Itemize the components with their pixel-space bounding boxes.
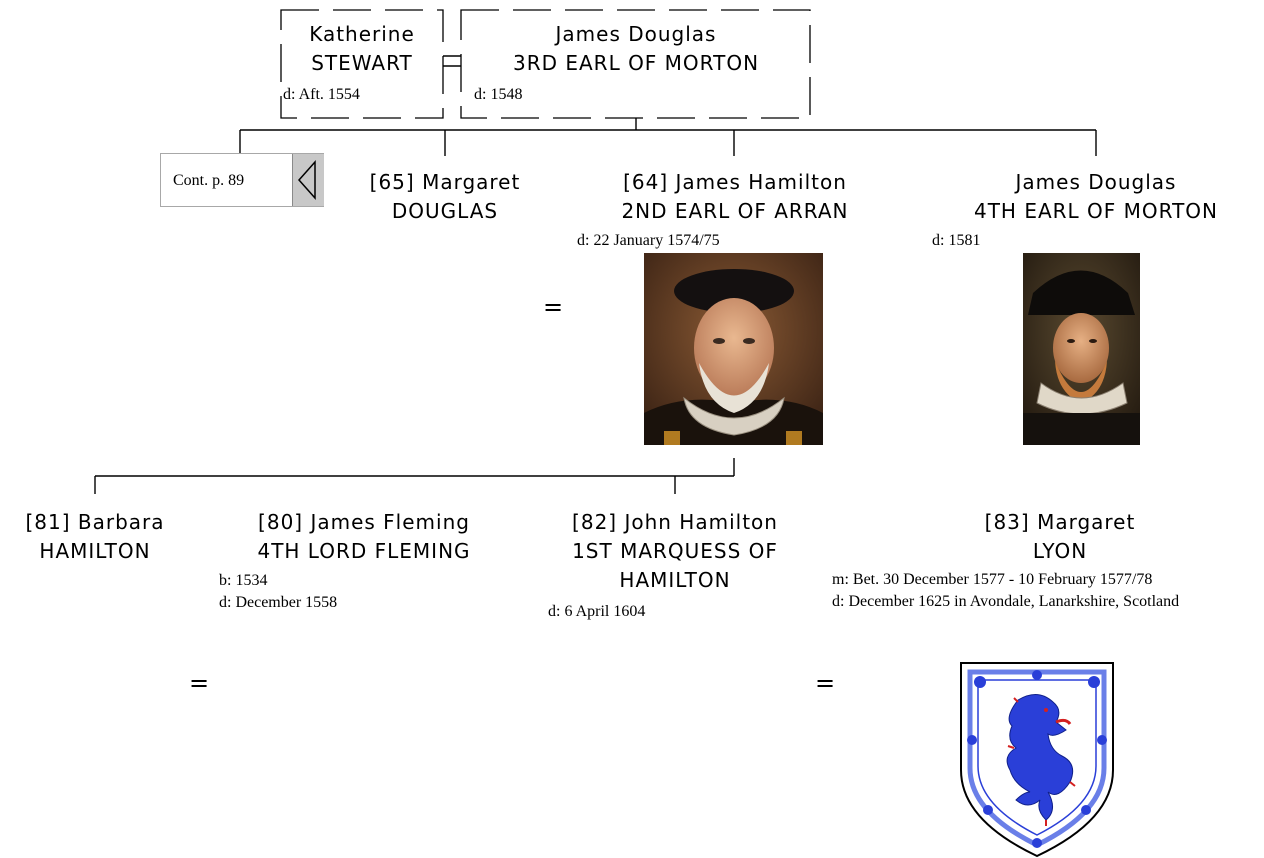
- person-title: 3RD EARL OF MORTON: [512, 51, 760, 75]
- person-surname: LYON: [1032, 539, 1088, 563]
- person-given: [65] Margaret: [369, 170, 521, 194]
- james-fleming-facts: b: 1534 d: December 1558: [219, 570, 337, 614]
- death-date: d: 1581: [932, 232, 981, 249]
- marriage-symbol: =: [815, 669, 836, 697]
- person-given: [81] Barbara: [25, 510, 165, 534]
- james-hamilton-arran-facts: d: 22 January 1574/75: [577, 230, 720, 252]
- james-hamilton-arran-name[interactable]: [64] James Hamilton 2ND EARL OF ARRAN: [560, 168, 910, 226]
- person-given: [64] James Hamilton: [623, 170, 847, 194]
- person-given: [83] Margaret: [984, 510, 1136, 534]
- person-title-cont: HAMILTON: [619, 568, 731, 592]
- death-date: d: Aft. 1554: [283, 86, 360, 103]
- marriage-symbol: =: [543, 293, 564, 321]
- death-date: d: 22 January 1574/75: [577, 232, 720, 249]
- james-douglas-4th-facts: d: 1581: [932, 230, 980, 252]
- death-date: d: 6 April 1604: [548, 603, 646, 620]
- james-douglas-3rd-facts: d: 1548: [474, 84, 522, 106]
- person-surname: STEWART: [311, 51, 413, 75]
- person-title: 4TH EARL OF MORTON: [973, 199, 1218, 223]
- john-hamilton-name[interactable]: [82] John Hamilton 1ST MARQUESS OF HAMIL…: [540, 508, 810, 595]
- person-given: James Douglas: [1015, 170, 1177, 194]
- continuation-button[interactable]: Cont. p. 89: [160, 153, 324, 207]
- person-given: [80] James Fleming: [258, 510, 470, 534]
- person-given: James Douglas: [555, 22, 717, 46]
- james-douglas-portrait: [1023, 253, 1140, 445]
- katherine-name[interactable]: Katherine STEWART: [284, 20, 440, 78]
- james-douglas-3rd-name[interactable]: James Douglas 3RD EARL OF MORTON: [464, 20, 808, 78]
- person-given: [82] John Hamilton: [572, 510, 778, 534]
- lyon-coat-of-arms: [960, 662, 1114, 858]
- katherine-facts: d: Aft. 1554: [283, 84, 360, 106]
- margaret-lyon-name[interactable]: [83] Margaret LYON: [900, 508, 1220, 566]
- margaret-lyon-facts: m: Bet. 30 December 1577 - 10 February 1…: [832, 569, 1262, 613]
- person-surname: DOUGLAS: [391, 199, 499, 223]
- marriage-symbol: =: [189, 669, 210, 697]
- arrow-left-icon: [292, 154, 324, 206]
- mother-box: [280, 9, 444, 119]
- james-fleming-name[interactable]: [80] James Fleming 4TH LORD FLEMING: [210, 508, 518, 566]
- death-date: d: December 1558: [219, 594, 338, 611]
- james-hamilton-portrait: [644, 253, 823, 445]
- john-hamilton-facts: d: 6 April 1604: [548, 601, 645, 623]
- death-date: d: 1548: [474, 86, 523, 103]
- birth-date: b: 1534: [219, 572, 268, 589]
- person-title: 4TH LORD FLEMING: [257, 539, 471, 563]
- continuation-label: Cont. p. 89: [173, 172, 245, 189]
- death-date: d: December 1625 in Avondale, Lanarkshir…: [832, 593, 1180, 610]
- marriage-date: m: Bet. 30 December 1577 - 10 February 1…: [832, 571, 1153, 588]
- barbara-hamilton-name[interactable]: [81] Barbara HAMILTON: [5, 508, 185, 566]
- james-douglas-4th-name[interactable]: James Douglas 4TH EARL OF MORTON: [924, 168, 1264, 226]
- person-given: Katherine: [309, 22, 415, 46]
- person-title: 1ST MARQUESS OF: [572, 539, 778, 563]
- person-surname: HAMILTON: [39, 539, 151, 563]
- margaret-douglas-name[interactable]: [65] Margaret DOUGLAS: [345, 168, 545, 226]
- person-title: 2ND EARL OF ARRAN: [621, 199, 849, 223]
